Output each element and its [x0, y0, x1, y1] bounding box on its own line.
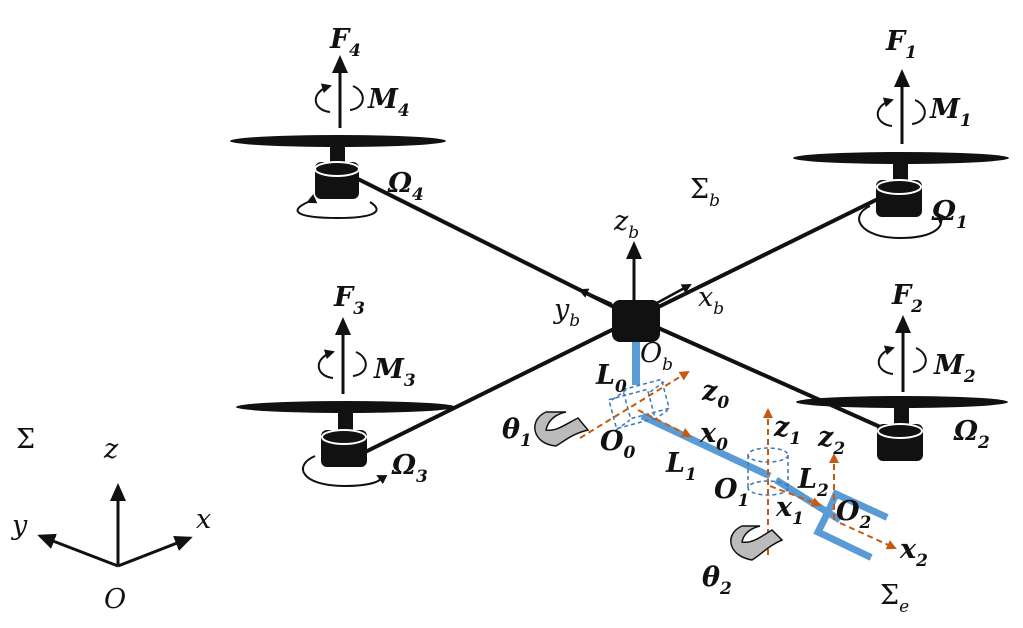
frame-0-z-label: z0	[701, 376, 729, 413]
body-z-label: zb	[613, 206, 639, 243]
body-y-axis	[578, 288, 613, 306]
rotor-2	[796, 315, 1008, 461]
arm-rotor-3	[344, 316, 637, 464]
moment-label-1: M1	[929, 94, 972, 131]
end-effector-frame-label: Σe	[880, 580, 909, 617]
motor-4	[315, 162, 359, 199]
frame-1-origin-label: O1	[714, 474, 749, 511]
world-origin-label: O	[104, 584, 126, 615]
moment-arrow-2	[877, 348, 927, 375]
world-frame-label: Σ	[16, 424, 35, 455]
link-1-label: L1	[665, 448, 697, 485]
body-hub	[612, 300, 660, 342]
moment-arrow-3	[317, 352, 367, 379]
motor-1	[876, 180, 922, 217]
moment-arrow-4	[314, 86, 364, 113]
quadrotor-body	[578, 241, 692, 342]
joint-2-rotation-icon	[730, 525, 784, 561]
force-label-4: F4	[329, 24, 361, 61]
frame-2-x-label: x2	[899, 534, 928, 571]
body-x-axis	[654, 283, 692, 306]
rotor-shaft-3	[338, 407, 353, 432]
rotor-1	[793, 69, 1009, 240]
body-x-label: xb	[698, 282, 724, 319]
body-origin-label: Ob	[640, 338, 673, 375]
force-label-1: F1	[885, 26, 917, 63]
force-label-2: F2	[891, 280, 923, 317]
world-x-label: x	[196, 504, 211, 535]
frame-0-x-label: x0	[699, 418, 728, 455]
world-y-axis	[37, 533, 119, 568]
link-2-label: L2	[797, 464, 829, 501]
body-frame-label: Σb	[690, 174, 720, 211]
rotor-4	[230, 55, 446, 220]
joint-1-angle-label: θ1	[502, 414, 532, 451]
world-frame	[37, 483, 193, 568]
rotor-3	[236, 317, 456, 488]
world-y-label: y	[11, 510, 28, 541]
frame-2-origin-label: O2	[836, 496, 872, 533]
moment-label-4: M4	[367, 84, 410, 121]
rotor-shaft-1	[893, 158, 908, 182]
motor-3	[321, 430, 367, 467]
moment-label-3: M3	[373, 354, 416, 391]
rotor-spin-arrow-4	[296, 194, 378, 220]
world-z-label: z	[103, 434, 119, 465]
gripper	[813, 489, 889, 561]
joint-1-rotation-icon	[534, 411, 590, 447]
arm-rotor-1	[635, 191, 891, 320]
speed-label-2: Ω2	[953, 416, 990, 453]
x1-axis	[769, 485, 822, 507]
rotor-spin-arrow-3	[302, 455, 388, 488]
link-0-label: L0	[595, 360, 627, 397]
rotor-shaft-4	[330, 141, 345, 164]
speed-label-4: Ω4	[387, 168, 424, 205]
rotor-spin-arrow-1	[858, 205, 947, 240]
z0-axis	[579, 370, 690, 439]
world-x-axis	[117, 535, 193, 568]
x2-axis	[839, 522, 897, 550]
body-y-label: yb	[553, 294, 580, 331]
moment-label-2: M2	[933, 350, 976, 387]
force-label-3: F3	[333, 282, 365, 319]
arm-rotor-2	[635, 316, 906, 440]
joint-0-box	[607, 378, 671, 431]
speed-label-3: Ω3	[391, 450, 428, 487]
frame-2-z-label: z2	[817, 422, 845, 459]
frame-1-z-label: z1	[773, 412, 801, 449]
joint-axes	[579, 370, 897, 555]
joint-2-angle-label: θ2	[702, 562, 732, 599]
frame-1-x-label: x1	[775, 492, 804, 529]
moment-arrow-1	[876, 100, 926, 127]
rotor-shaft-2	[894, 402, 909, 426]
motor-2	[877, 424, 923, 461]
speed-label-1: Ω1	[931, 196, 968, 233]
frame-0-origin-label: O0	[600, 426, 636, 463]
